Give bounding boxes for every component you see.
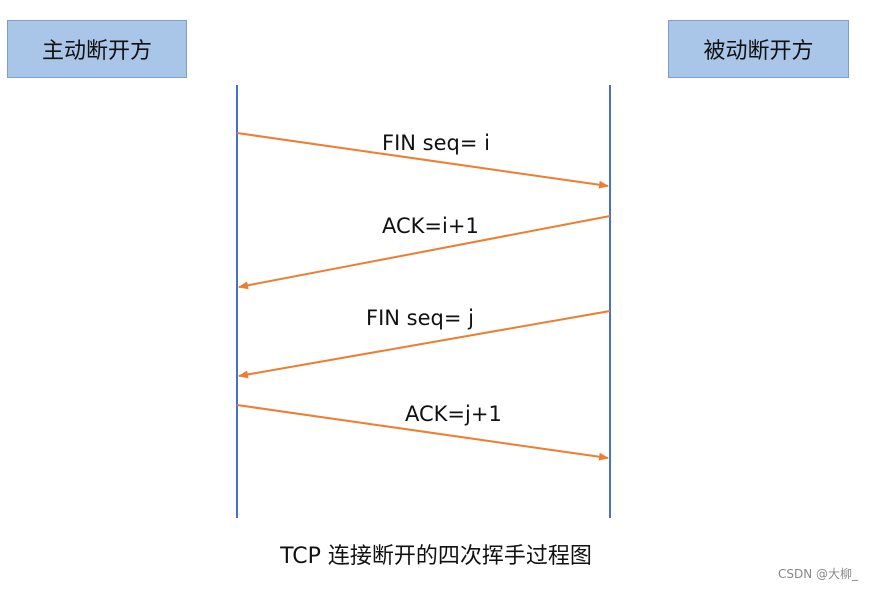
participant-active-closer-label: 主动断开方 xyxy=(41,39,152,64)
message-label-fin-i: FIN seq= i xyxy=(382,131,490,155)
participant-passive-closer: 被动断开方 xyxy=(668,20,849,78)
participant-passive-closer-label: 被动断开方 xyxy=(703,39,814,64)
figure-caption: TCP 连接断开的四次挥手过程图 xyxy=(280,544,592,569)
message-arrow-ack-i xyxy=(238,215,611,290)
message-label-ack-i: ACK=i+1 xyxy=(382,214,479,238)
message-arrow-fin-i xyxy=(236,132,609,189)
message-label-fin-j: FIN seq= j xyxy=(366,306,474,330)
message-label-ack-j: ACK=j+1 xyxy=(405,402,502,426)
message-arrow-fin-j xyxy=(238,310,611,379)
message-arrow-ack-j xyxy=(236,404,609,461)
watermark: CSDN @大柳_ xyxy=(777,567,858,581)
participant-active-closer: 主动断开方 xyxy=(7,20,187,78)
